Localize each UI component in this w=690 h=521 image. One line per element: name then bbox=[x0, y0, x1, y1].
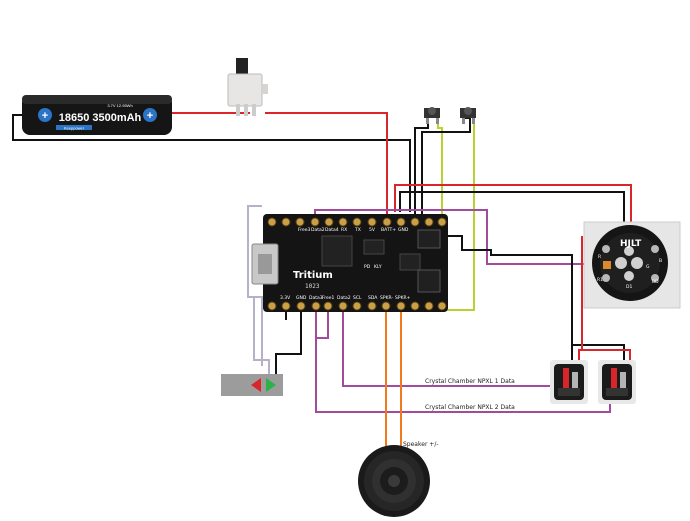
wire-led-gnd bbox=[399, 191, 625, 225]
battery-brand: Keeppower bbox=[64, 126, 85, 131]
crystal-connector-1 bbox=[550, 360, 588, 404]
pin-label-bottom: SCL bbox=[353, 295, 362, 301]
wire-button1-data bbox=[437, 118, 443, 222]
npxl2-label: Crystal Chamber NPXL 2 Data bbox=[425, 404, 515, 411]
board-tag-2: KLY bbox=[374, 264, 382, 270]
wire-button2-gnd bbox=[421, 117, 471, 220]
battery-plus-symbol: + bbox=[42, 110, 48, 122]
pin-label-top: 5V bbox=[369, 227, 376, 233]
led-label-g: G bbox=[646, 264, 650, 270]
battery-plus-symbol-2: + bbox=[147, 110, 153, 122]
pin-label-bottom: SPKR+ bbox=[395, 295, 411, 301]
pin-label-top: Data2 bbox=[311, 227, 325, 233]
led-label-r: R bbox=[598, 254, 601, 260]
wire-gnd-right bbox=[440, 235, 573, 362]
pin-label-top: BATT+ bbox=[381, 227, 396, 233]
battery-model: 18650 3500mAh bbox=[59, 112, 142, 124]
push-button-2 bbox=[460, 107, 476, 124]
bottom-pads bbox=[267, 301, 447, 311]
wire-grey-2 bbox=[253, 297, 270, 374]
top-pads bbox=[267, 217, 447, 227]
pin-label-bottom: Data3 bbox=[309, 295, 323, 301]
led-title: HJLT bbox=[620, 239, 642, 249]
wire-switch-batt bbox=[265, 112, 388, 222]
pin-label-top: RX bbox=[341, 227, 347, 233]
battery-detail: 3.7V 12.95Wh bbox=[107, 103, 132, 108]
pin-label-bottom: GND bbox=[296, 295, 307, 301]
pin-label-top: Free3 bbox=[298, 227, 311, 233]
wire-npxl1 bbox=[342, 306, 560, 387]
wire-status-gnd bbox=[275, 306, 302, 374]
wire-gnd-right-2 bbox=[572, 344, 625, 362]
pin-label-top: Data4 bbox=[325, 227, 339, 233]
wire-led-positive bbox=[394, 184, 632, 230]
board-version: 1023 bbox=[305, 283, 320, 290]
led-label-d1: D1 bbox=[626, 284, 632, 290]
wire-red-right bbox=[578, 236, 583, 362]
speaker bbox=[358, 445, 430, 517]
battery: + + 18650 3500mAh Keeppower 3.7V 12.95Wh bbox=[22, 95, 172, 135]
led-label-r1: R1 bbox=[597, 277, 603, 283]
wire-red-right-2 bbox=[582, 349, 631, 362]
pin-label-bottom: 3.3V bbox=[280, 295, 291, 301]
wire-button2-data bbox=[445, 118, 475, 311]
led-label-bd: BD bbox=[652, 279, 659, 285]
green-arrow-icon bbox=[266, 378, 276, 392]
tritium-board: Tritium 1023 PD KLY Free3 Data2 Data4 RX… bbox=[251, 214, 448, 312]
crystal-connector-2 bbox=[598, 360, 636, 404]
speaker-label: Speaker +/- bbox=[403, 441, 439, 448]
slide-switch bbox=[227, 58, 268, 116]
pin-label-bottom: SPKR- bbox=[380, 295, 393, 301]
board-name: Tritium bbox=[293, 270, 333, 281]
led-label-b: B bbox=[659, 258, 662, 264]
push-button-1 bbox=[424, 107, 440, 124]
npxl1-label: Crystal Chamber NPXL 1 Data bbox=[425, 378, 515, 385]
pin-label-bottom: SDA bbox=[368, 295, 378, 301]
red-arrow-icon bbox=[251, 378, 261, 392]
pin-label-bottom: Data2 bbox=[337, 295, 351, 301]
pin-label-top: TX bbox=[354, 227, 361, 233]
status-led bbox=[221, 374, 283, 396]
led-board: HJLT R G B R1 D1 BD bbox=[583, 221, 681, 309]
board-tag-1: PD bbox=[364, 264, 371, 270]
pin-label-bottom: Free1 bbox=[322, 295, 335, 301]
mcu-chip bbox=[321, 235, 353, 267]
pin-label-top: GND bbox=[398, 227, 409, 233]
wire-grey-1 bbox=[247, 205, 263, 366]
wire-battery-negative bbox=[12, 114, 411, 212]
